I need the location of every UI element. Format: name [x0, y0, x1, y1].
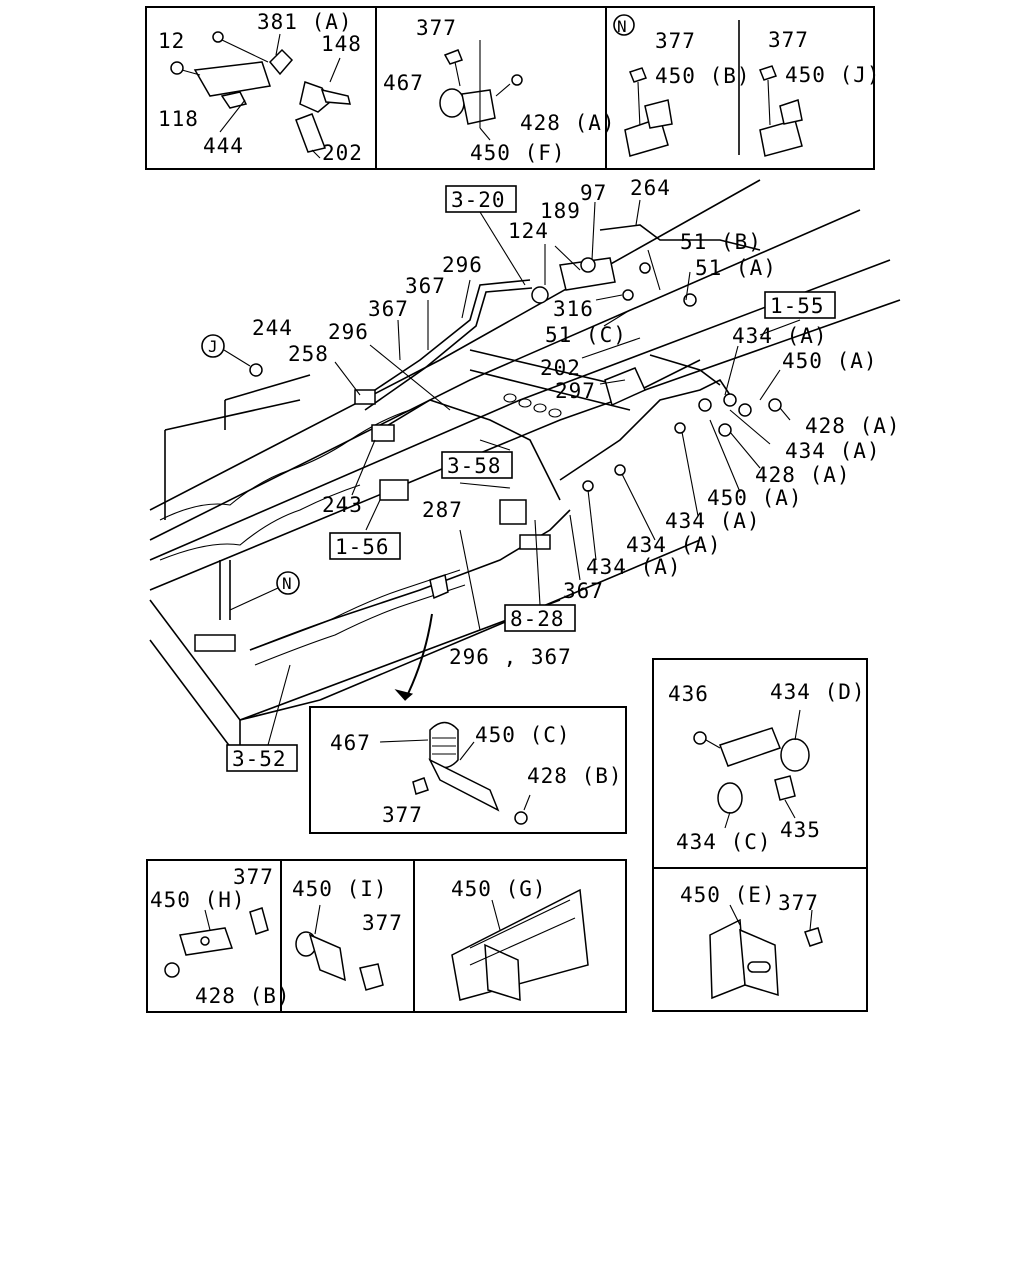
label: 434 (A)	[665, 509, 761, 533]
label: 296 , 367	[449, 645, 572, 669]
label: 436	[668, 682, 709, 706]
marker-j-icon	[201, 334, 225, 358]
label: 428 (A)	[755, 463, 851, 487]
bracket-e-drawing	[709, 904, 823, 1000]
label: 316	[553, 297, 594, 321]
bracket-g-drawing	[451, 888, 589, 1002]
label: 264	[630, 176, 671, 200]
label: 51 (C)	[545, 323, 627, 347]
label: 450 (F)	[470, 141, 566, 165]
label: 377	[233, 865, 274, 889]
marker-letter: J	[208, 337, 219, 356]
label: 12	[158, 29, 185, 53]
inset-band-clamp	[309, 706, 627, 834]
label: 467	[383, 71, 424, 95]
inset-bracket-tee	[170, 31, 351, 159]
frame-rails	[149, 179, 901, 761]
label: 450 (G)	[451, 877, 547, 901]
label: 428 (A)	[520, 111, 616, 135]
ref-box-label: 3-52	[232, 747, 287, 771]
label: 296	[328, 320, 369, 344]
label: 367	[368, 297, 409, 321]
label: 202	[540, 356, 581, 380]
label: 434 (A)	[732, 324, 828, 348]
inset-brackets-b-j	[613, 14, 803, 157]
ref-boxes	[226, 185, 836, 772]
label: 450 (H)	[150, 888, 246, 912]
label: 97	[580, 181, 607, 205]
ref-box-label: 3-20	[451, 188, 506, 212]
label: 296	[442, 253, 483, 277]
label: 367	[405, 274, 446, 298]
label: 377	[416, 16, 457, 40]
label: 435	[780, 818, 821, 842]
label: 434 (C)	[676, 830, 772, 854]
marker-n-icon	[613, 14, 635, 36]
label: 450 (J)	[785, 63, 881, 87]
label: 243	[322, 493, 363, 517]
label: 450 (E)	[680, 883, 776, 907]
label: 118	[158, 107, 199, 131]
ref-box-label: 1-55	[770, 294, 825, 318]
label: 124	[508, 219, 549, 243]
label: 450 (I)	[292, 877, 388, 901]
inset-clamp-bracket	[439, 40, 523, 141]
label: 51 (B)	[680, 230, 762, 254]
ref-box-label: 8-28	[510, 607, 565, 631]
marker-letter: N	[617, 17, 628, 36]
clip-drawing	[693, 709, 810, 829]
bracket-i-drawing	[295, 904, 384, 991]
ref-box-label: 3-58	[447, 454, 502, 478]
top-inset-frame	[145, 6, 875, 170]
label: 450 (B)	[655, 64, 751, 88]
label: 202	[322, 141, 363, 165]
label: 381 (A)	[257, 10, 353, 34]
label: 51 (A)	[695, 256, 777, 280]
marker-letter: N	[282, 574, 293, 593]
label: 434 (A)	[626, 533, 722, 557]
label: 450 (A)	[707, 486, 803, 510]
label: 450 (C)	[475, 723, 571, 747]
label: 434 (A)	[586, 555, 682, 579]
label: 189	[540, 199, 581, 223]
label: 258	[288, 342, 329, 366]
ref-box-label: 1-56	[335, 535, 390, 559]
marker-n-icon	[276, 571, 300, 595]
label: 428 (B)	[527, 764, 623, 788]
label: 377	[768, 28, 809, 52]
label: 434 (A)	[785, 439, 881, 463]
label: 377	[778, 891, 819, 915]
label: 444	[203, 134, 244, 158]
label: 377	[382, 803, 423, 827]
label: 428 (B)	[195, 984, 291, 1008]
label: 377	[655, 29, 696, 53]
bracket-h-drawing	[164, 907, 269, 978]
label: 428 (A)	[805, 414, 901, 438]
label: 244	[252, 316, 293, 340]
label: 377	[362, 911, 403, 935]
label: 297	[555, 379, 596, 403]
band-clamp-drawing	[379, 721, 531, 825]
label: 467	[330, 731, 371, 755]
label: 434 (D)	[770, 680, 866, 704]
label: 287	[422, 498, 463, 522]
label: 450 (A)	[782, 349, 878, 373]
label: 367	[563, 579, 604, 603]
label: 148	[321, 32, 362, 56]
